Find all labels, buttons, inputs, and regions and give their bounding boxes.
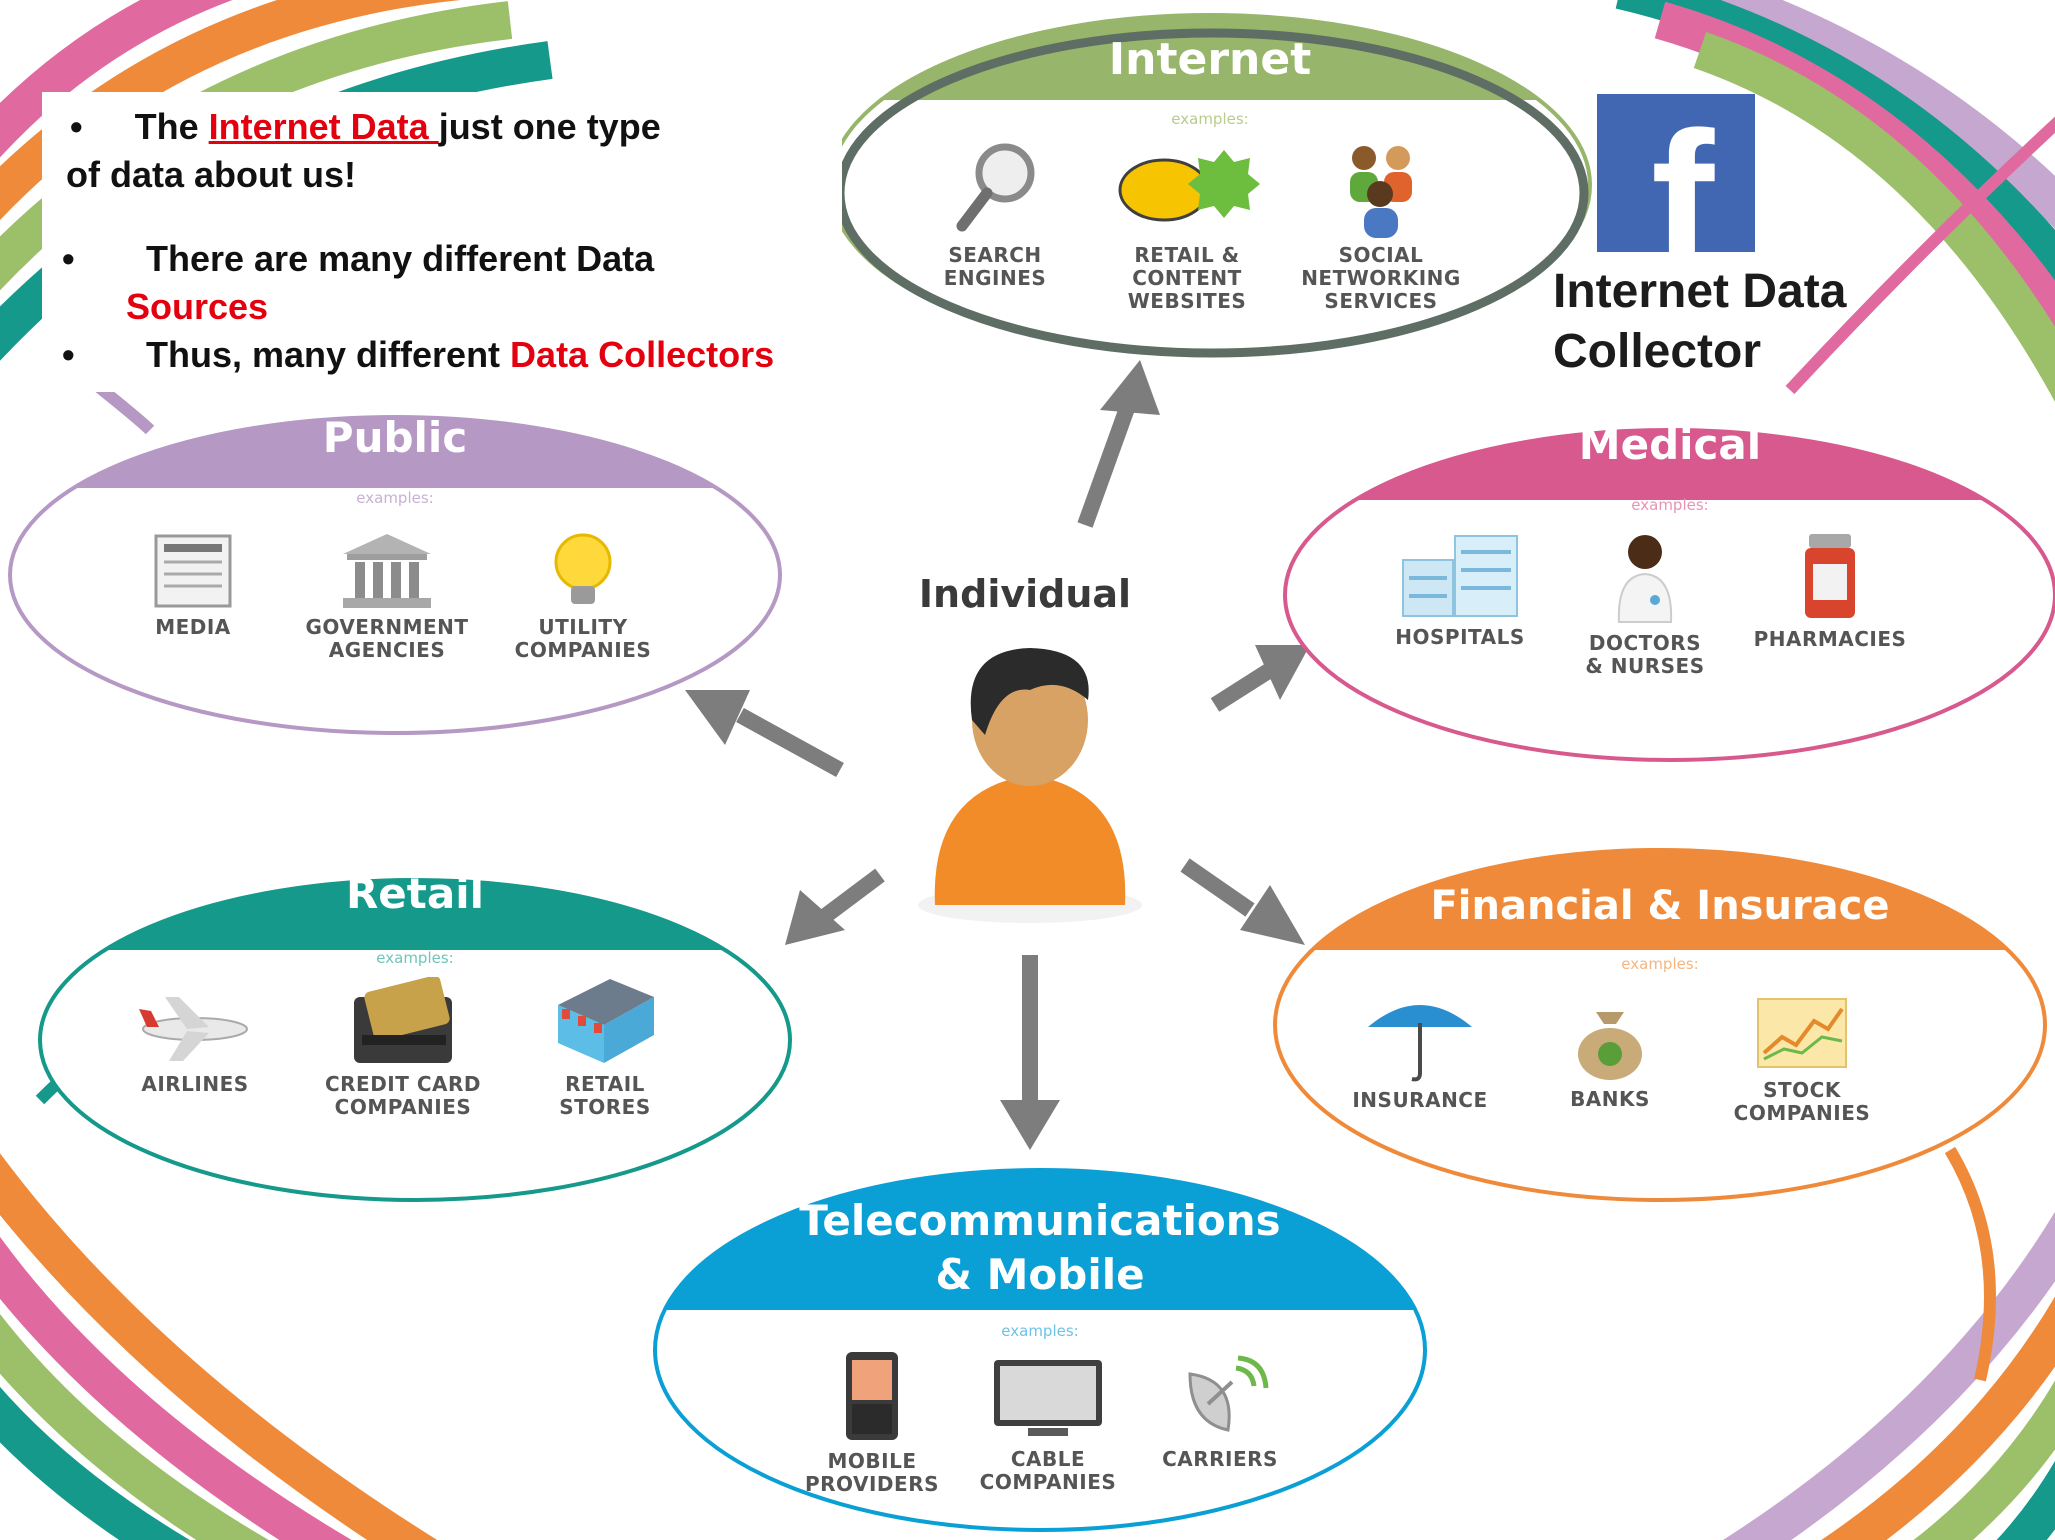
hub-financial: Financial & Insurace examples: INSURANCE… bbox=[1275, 855, 2045, 1195]
item-media: MEDIA bbox=[98, 530, 288, 639]
hub-retail-examples: examples: bbox=[376, 949, 454, 967]
note-line-2: of data about us! bbox=[66, 154, 356, 195]
arrow-to-public-head bbox=[685, 690, 750, 745]
hub-medical: Medical examples: HOSPITALS DOCTORS & NU… bbox=[1285, 420, 2055, 750]
arrow-to-financial bbox=[1180, 858, 1255, 917]
hub-internet-title: Internet bbox=[1108, 34, 1312, 85]
hub-retail: Retail examples: AIRLINES CREDIT CARD CO… bbox=[40, 865, 790, 1195]
pill-bottle-icon bbox=[1805, 534, 1855, 618]
credit-card-icon bbox=[354, 977, 452, 1063]
item-utility-companies: UTILITY COMPANIES bbox=[488, 530, 678, 662]
bullet-2: • bbox=[62, 238, 75, 279]
item-social-networking: SOCIAL NETWORKING SERVICES bbox=[1286, 138, 1476, 313]
note-line-3: • There are many different Data bbox=[62, 238, 655, 279]
notes-box: • The Internet Data just one type of dat… bbox=[42, 92, 842, 392]
item-credit-card-companies: CREDIT CARD COMPANIES bbox=[308, 977, 498, 1119]
newspaper-icon bbox=[154, 534, 232, 608]
hub-internet-examples: examples: bbox=[1171, 110, 1249, 128]
satellite-dish-icon bbox=[1188, 1355, 1269, 1432]
television-icon bbox=[994, 1360, 1102, 1436]
individual-label: Individual bbox=[918, 572, 1132, 616]
item-hospitals: HOSPITALS bbox=[1365, 530, 1555, 649]
item-cable-companies: CABLE COMPANIES bbox=[953, 1352, 1143, 1494]
money-bag-icon bbox=[1578, 1012, 1642, 1080]
arrow-to-medical-head bbox=[1255, 645, 1310, 700]
item-government-agencies: GOVERNMENT AGENCIES bbox=[292, 530, 482, 662]
hub-financial-examples: examples: bbox=[1621, 955, 1699, 973]
item-stock-companies: STOCK COMPANIES bbox=[1707, 993, 1897, 1125]
hub-retail-title: Retail bbox=[345, 869, 485, 918]
arrow-to-retail bbox=[815, 868, 885, 927]
item-retail-stores: RETAIL STORES bbox=[510, 973, 700, 1119]
arrow-to-medical bbox=[1210, 663, 1275, 712]
hub-telecom-title: Telecommunications & Mobile bbox=[799, 1196, 1281, 1299]
hub-public: Public examples: MEDIA GOVERNMENT AGENCI… bbox=[10, 405, 780, 735]
collector-label: Internet Data Collector bbox=[1553, 265, 1847, 378]
facebook-f-icon: f bbox=[1651, 94, 1715, 252]
hub-financial-title: Financial & Insurace bbox=[1430, 883, 1890, 929]
hub-public-title: Public bbox=[322, 413, 468, 462]
arrow-to-telecom-head bbox=[1000, 1100, 1060, 1150]
hospital-building-icon bbox=[1402, 535, 1518, 617]
individual-person-icon bbox=[918, 648, 1142, 923]
hub-public-examples: examples: bbox=[356, 489, 434, 507]
facebook-logo: f bbox=[1597, 94, 1755, 252]
arrow-to-internet-head bbox=[1100, 360, 1160, 415]
hub-internet: Internet examples: SEARCH ENGINES RETAIL… bbox=[830, 20, 1590, 350]
hub-medical-examples: examples: bbox=[1631, 496, 1709, 514]
storefront-icon bbox=[558, 979, 654, 1063]
hub-telecom: Telecommunications & Mobile examples: MO… bbox=[655, 1170, 1425, 1540]
magnifier-icon bbox=[956, 143, 1035, 232]
item-airlines: AIRLINES bbox=[100, 987, 290, 1096]
mobile-phone-icon bbox=[846, 1352, 898, 1440]
item-insurance: INSURANCE bbox=[1325, 993, 1515, 1112]
arrow-to-public bbox=[736, 707, 844, 778]
airplane-icon bbox=[139, 997, 248, 1061]
bullet-3: • bbox=[62, 334, 75, 375]
umbrella-icon bbox=[1368, 1005, 1472, 1082]
stock-chart-icon bbox=[1757, 998, 1847, 1068]
item-banks: BANKS bbox=[1515, 990, 1705, 1111]
hub-telecom-examples: examples: bbox=[1001, 1322, 1079, 1340]
item-mobile-providers: MOBILE PROVIDERS bbox=[777, 1348, 967, 1496]
item-search-engines: SEARCH ENGINES bbox=[900, 138, 1090, 290]
hub-medical-title: Medical bbox=[1578, 420, 1762, 469]
people-group-icon bbox=[1350, 146, 1412, 238]
arrow-to-financial-head bbox=[1240, 885, 1305, 945]
doctor-icon bbox=[1617, 535, 1673, 623]
internet-data-link[interactable]: Internet Data bbox=[208, 106, 439, 147]
item-pharmacies: PHARMACIES bbox=[1735, 530, 1925, 651]
note-line-4: Sources bbox=[126, 286, 269, 327]
bullet-1: • bbox=[70, 106, 83, 147]
arrows bbox=[685, 360, 1310, 1150]
light-bulb-icon bbox=[554, 533, 612, 604]
sale-badge-icon bbox=[1118, 150, 1260, 222]
government-building-icon bbox=[343, 534, 431, 608]
item-retail-websites: RETAIL & CONTENT WEBSITES bbox=[1092, 138, 1282, 313]
item-carriers: CARRIERS bbox=[1125, 1352, 1315, 1471]
item-doctors-nurses: DOCTORS & NURSES bbox=[1550, 530, 1740, 678]
arrow-to-retail-head bbox=[785, 890, 845, 945]
note-line-5: • Thus, many different Data Collectors bbox=[62, 334, 775, 375]
note-line-1: • The Internet Data just one type bbox=[70, 106, 661, 147]
arrow-to-internet bbox=[1077, 397, 1138, 528]
